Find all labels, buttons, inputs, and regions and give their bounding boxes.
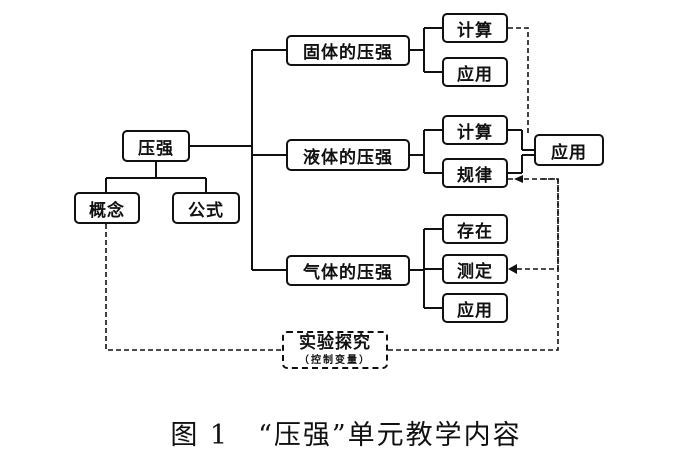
experiment-label: 实验探究	[299, 333, 371, 354]
node-gas-measurement: 测定	[442, 254, 508, 284]
node-concept: 概念	[74, 192, 140, 224]
experiment-sublabel: （控制变量）	[299, 354, 371, 366]
node-formula: 公式	[172, 192, 240, 224]
figure-caption: 图 1 “压强”单元教学内容	[170, 420, 522, 451]
node-solid-pressure: 固体的压强	[286, 35, 410, 66]
node-gas-application: 应用	[442, 293, 508, 323]
node-liquid-law: 规律	[442, 158, 508, 188]
node-gas-pressure: 气体的压强	[286, 255, 410, 286]
node-liquid-pressure: 液体的压强	[286, 139, 410, 171]
node-pressure: 压强	[122, 130, 190, 162]
node-shared-application: 应用	[534, 134, 604, 166]
node-gas-existence: 存在	[442, 214, 508, 244]
node-experiment: 实验探究 （控制变量）	[282, 331, 388, 369]
node-solid-application: 应用	[442, 57, 508, 87]
node-solid-calculation: 计算	[442, 13, 508, 43]
node-liquid-calculation: 计算	[442, 115, 508, 145]
